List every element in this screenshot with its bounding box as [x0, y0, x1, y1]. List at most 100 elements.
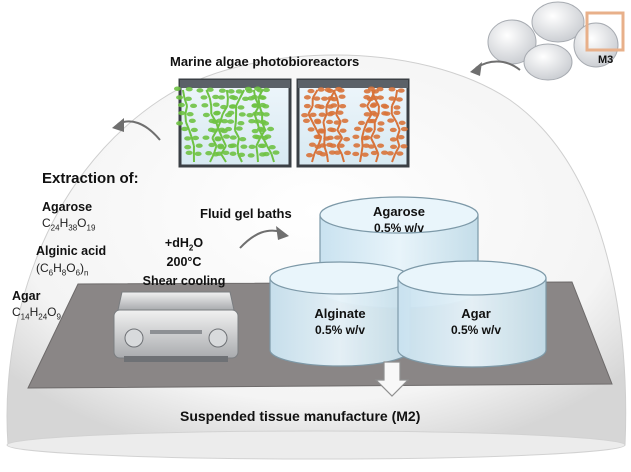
- green-algae: [173, 86, 280, 163]
- algae-leaf: [359, 103, 367, 108]
- algae-leaf: [235, 126, 243, 131]
- algae-strand: [266, 145, 273, 155]
- algae-leaf: [229, 135, 237, 140]
- algae-strand: [373, 97, 380, 107]
- algae-strand: [181, 89, 186, 99]
- algae-strand: [332, 89, 338, 99]
- bath-label-name: Agarose: [372, 204, 426, 219]
- algae-leaf: [337, 143, 345, 148]
- algae-leaf: [388, 96, 396, 101]
- algae-strand: [360, 129, 365, 139]
- algae-strand: [239, 89, 245, 99]
- algae-strand: [335, 105, 340, 115]
- compound-name: Alginic acid: [36, 244, 107, 258]
- algae-leaf: [192, 135, 200, 141]
- algae-leaf: [248, 118, 256, 124]
- compound-formula: C24H38O19: [42, 216, 96, 233]
- algae-leaf: [254, 134, 262, 140]
- algae-leaf: [216, 118, 224, 123]
- algae-leaf: [237, 121, 245, 126]
- algae-leaf: [213, 110, 221, 116]
- algae-strand: [375, 153, 380, 163]
- algae-leaf: [212, 152, 220, 157]
- algae-leaf: [344, 150, 352, 156]
- algae-leaf: [382, 104, 390, 109]
- algae-leaf: [317, 128, 325, 133]
- algae-leaf: [317, 104, 325, 110]
- algae-strand: [395, 121, 401, 131]
- algae-leaf: [328, 150, 336, 155]
- algae-strand: [208, 97, 213, 107]
- algae-leaf: [235, 89, 243, 94]
- algae-strand: [210, 113, 217, 123]
- algae-strand: [233, 121, 237, 131]
- algae-leaf: [338, 94, 346, 99]
- algae-strand: [307, 105, 314, 115]
- bath-agar: [397, 260, 547, 368]
- algae-strand: [184, 113, 187, 123]
- algae-leaf: [227, 89, 235, 94]
- mini-dome-cluster: [487, 1, 625, 81]
- algae-strand: [336, 137, 344, 147]
- algae-strand: [226, 97, 229, 107]
- algae-strand: [307, 113, 314, 123]
- algae-strand: [390, 113, 398, 123]
- algae-leaf: [262, 151, 270, 157]
- algae-leaf: [231, 95, 239, 101]
- algae-strand: [254, 97, 260, 107]
- algae-leaf: [353, 143, 361, 148]
- algae-strand: [252, 89, 257, 99]
- algae-leaf: [314, 119, 322, 125]
- condition-shear-cooling: Shear cooling: [142, 274, 226, 288]
- algae-leaf: [373, 134, 381, 139]
- algae-leaf: [330, 103, 338, 108]
- algae-leaf: [188, 118, 196, 124]
- algae-leaf: [361, 135, 369, 141]
- algae-leaf: [400, 126, 408, 132]
- algae-strand: [211, 137, 218, 147]
- algae-leaf: [333, 120, 341, 125]
- algae-strand: [256, 153, 259, 163]
- algae-leaf: [214, 136, 222, 142]
- algae-leaf: [210, 128, 218, 133]
- algae-leaf: [220, 104, 228, 110]
- algae-leaf: [205, 151, 213, 156]
- bath-label-concentration: 0.5% w/v: [450, 323, 502, 337]
- algae-leaf: [366, 96, 374, 102]
- algae-leaf: [184, 136, 192, 141]
- algae-strand: [322, 121, 326, 131]
- algae-leaf: [177, 102, 185, 108]
- algae-leaf: [222, 150, 230, 155]
- algae-leaf: [217, 95, 225, 100]
- compound-formula: (C6H8O6)n: [36, 261, 89, 278]
- dome-base: [6, 430, 626, 460]
- bath-label-concentration: 0.5% w/v: [314, 323, 366, 337]
- algae-strand: [340, 153, 345, 163]
- algae-leaf: [318, 112, 326, 117]
- algae-strand: [221, 137, 227, 147]
- algae-leaf: [400, 144, 408, 149]
- algae-leaf: [388, 87, 396, 92]
- algae-leaf: [259, 143, 267, 149]
- algae-strand: [394, 145, 401, 155]
- algae-leaf: [184, 144, 192, 150]
- compound-name: Agar: [12, 289, 41, 303]
- algae-leaf: [386, 151, 394, 156]
- algae-leaf: [201, 103, 209, 108]
- algae-leaf: [227, 110, 235, 116]
- algae-strand: [360, 145, 364, 155]
- algae-leaf: [173, 86, 181, 91]
- algae-leaf: [264, 134, 272, 139]
- condition-water: +dH2O: [164, 236, 204, 253]
- algae-leaf: [326, 111, 334, 117]
- algae-strand: [322, 113, 328, 123]
- algae-leaf: [257, 111, 265, 116]
- algae-leaf: [268, 145, 276, 150]
- algae-strand: [370, 137, 376, 147]
- bath-label-name: Alginate: [314, 306, 366, 321]
- algae-strand: [255, 137, 262, 147]
- algae-leaf: [314, 144, 322, 149]
- algae-leaf: [352, 134, 360, 139]
- algae-leaf: [227, 119, 235, 124]
- algae-leaf: [208, 142, 216, 148]
